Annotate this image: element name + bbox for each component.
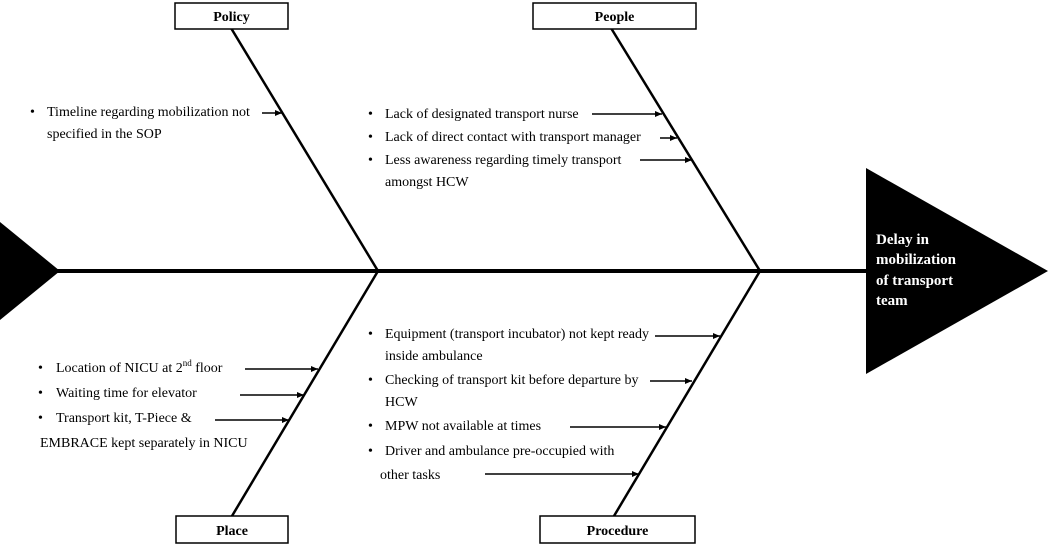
cause-people-2: • Lack of direct contact with transport … — [368, 130, 677, 145]
cause-procedure-2: • Checking of transport kit before depar… — [368, 373, 692, 410]
cause-text-line2: inside ambulance — [385, 349, 483, 364]
category-policy-label: Policy — [213, 10, 250, 25]
cause-people-1: • Lack of designated transport nurse — [368, 107, 662, 122]
cause-text-line2: other tasks — [380, 468, 440, 483]
category-people: People — [532, 2, 697, 30]
cause-place-3: • Transport kit, T-Piece & EMBRACE kept … — [38, 411, 289, 451]
bone-policy — [229, 27, 380, 272]
cause-text-line1: Lack of direct contact with transport ma… — [385, 130, 641, 145]
cause-text-line1: Driver and ambulance pre-occupied with — [385, 444, 614, 459]
cause-place-1: • Location of NICU at 2nd floor — [38, 358, 318, 376]
cause-text-line1: Lack of designated transport nurse — [385, 107, 579, 122]
bullet: • — [368, 130, 373, 145]
effect-label: Delay in mobilization of transport team — [876, 232, 957, 309]
bullet: • — [38, 386, 43, 401]
cause-text-line1: Waiting time for elevator — [56, 386, 197, 401]
category-people-label: People — [595, 10, 635, 25]
category-place-label: Place — [216, 524, 248, 539]
cause-text-line1: Checking of transport kit before departu… — [385, 373, 638, 388]
effect-line-4: team — [876, 293, 908, 309]
bullet: • — [38, 361, 43, 376]
cause-text-line1: Equipment (transport incubator) not kept… — [385, 327, 649, 342]
cause-text-line1: Less awareness regarding timely transpor… — [385, 153, 621, 168]
cause-text-line2: HCW — [385, 395, 418, 410]
cause-policy-1: • Timeline regarding mobilization not sp… — [30, 105, 282, 142]
fish-tail — [0, 222, 60, 320]
cause-text-line2: EMBRACE kept separately in NICU — [40, 436, 248, 451]
bullet: • — [368, 419, 373, 434]
cause-place-2: • Waiting time for elevator — [38, 386, 304, 401]
bullet: • — [368, 107, 373, 122]
effect-line-3: of transport — [876, 273, 953, 289]
category-place: Place — [175, 515, 289, 544]
bone-procedure — [612, 270, 762, 517]
bone-place — [230, 270, 380, 517]
cause-procedure-1: • Equipment (transport incubator) not ke… — [368, 327, 720, 364]
cause-people-3: • Less awareness regarding timely transp… — [368, 153, 692, 190]
category-procedure: Procedure — [539, 515, 696, 544]
cause-text-line1: MPW not available at times — [385, 419, 541, 434]
bullet: • — [368, 373, 373, 388]
bullet: • — [368, 153, 373, 168]
cause-procedure-3: • MPW not available at times — [368, 419, 666, 434]
effect-head — [866, 168, 1048, 374]
cause-text-line2: specified in the SOP — [47, 127, 162, 142]
bullet: • — [30, 105, 35, 120]
bone-people — [609, 27, 762, 272]
effect-line-2: mobilization — [876, 252, 957, 268]
bullet: • — [368, 327, 373, 342]
cause-procedure-4: • Driver and ambulance pre-occupied with… — [368, 444, 639, 483]
cause-text-line2: amongst HCW — [385, 175, 469, 190]
category-policy: Policy — [174, 2, 289, 30]
bullet: • — [38, 411, 43, 426]
cause-text-line1: Timeline regarding mobilization not — [47, 105, 250, 120]
cause-text-line1: Transport kit, T-Piece & — [56, 411, 192, 426]
bullet: • — [368, 444, 373, 459]
effect-line-1: Delay in — [876, 232, 930, 248]
category-procedure-label: Procedure — [587, 524, 649, 539]
cause-text-line1: Location of NICU at 2nd floor — [56, 358, 223, 376]
